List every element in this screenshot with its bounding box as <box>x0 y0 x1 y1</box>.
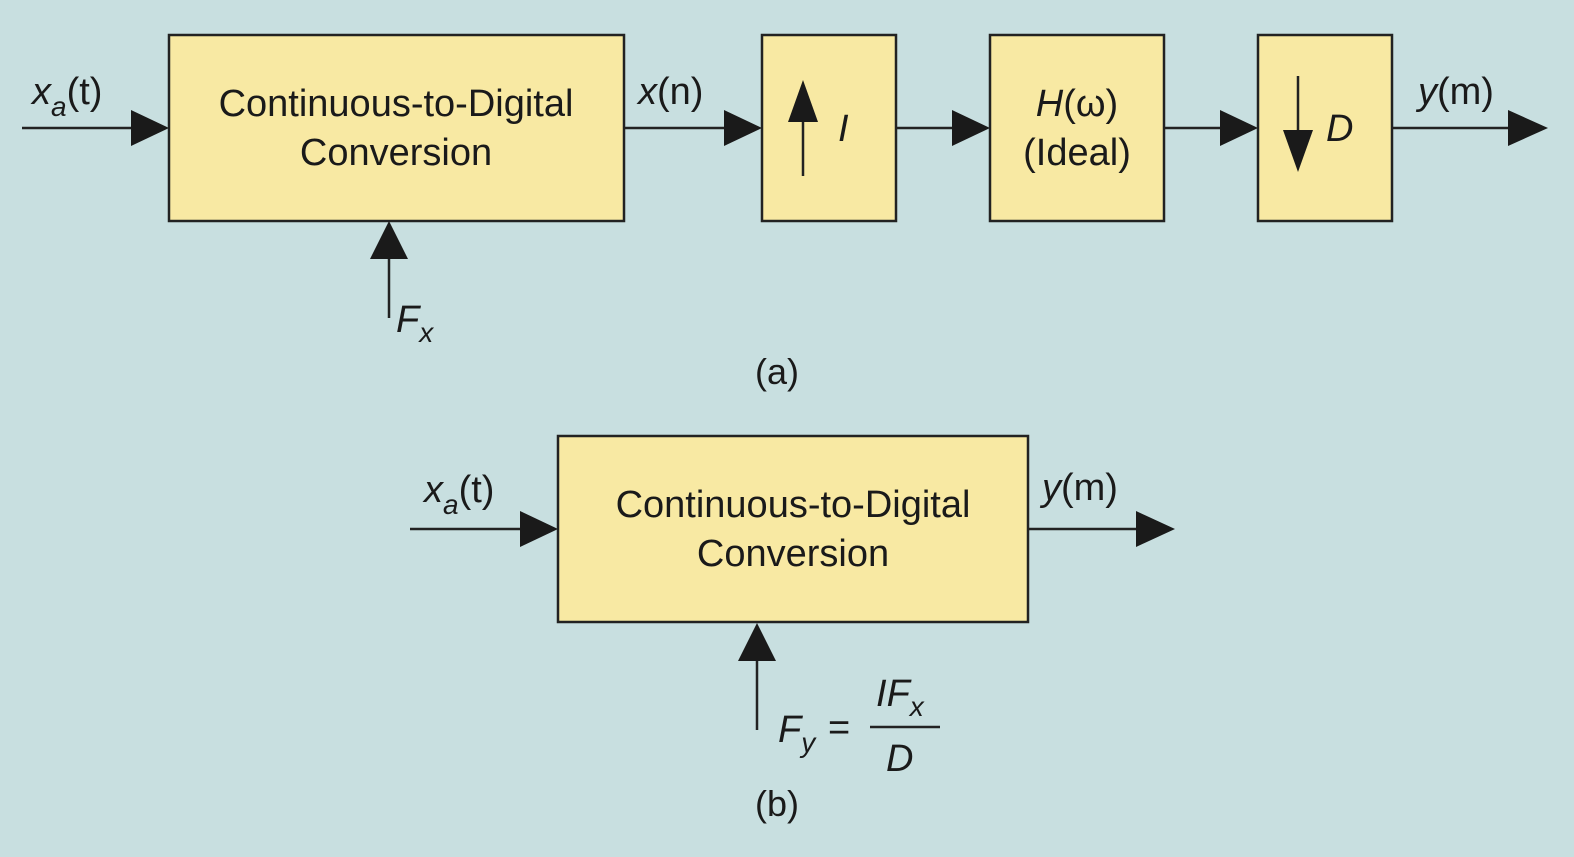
adc-block-b-line2: Conversion <box>697 533 889 575</box>
adc-block-a-line1: Continuous-to-Digital <box>219 83 574 125</box>
diagram-a: xa(t) Continuous-to-Digital Conversion F… <box>22 33 1548 392</box>
adc-block-a-line2: Conversion <box>300 132 492 174</box>
input-arrowhead-a <box>131 110 169 146</box>
input-signal-label-b: xa(t) <box>422 469 494 520</box>
up-arrow-icon <box>788 80 818 176</box>
rate-equation-equals: = <box>828 707 850 749</box>
adc-block-b <box>556 434 1030 624</box>
filter-transfer-function-label: H(ω) <box>1036 83 1118 125</box>
upsampler-block <box>760 33 898 223</box>
output-signal-label-a: y(m) <box>1415 71 1494 113</box>
diagram-b: xa(t) Continuous-to-Digital Conversion y… <box>410 434 1175 824</box>
filter-to-downsampler-arrowhead <box>1220 110 1258 146</box>
sampling-rate-arrowhead-a <box>370 221 408 259</box>
caption-b: (b) <box>755 783 799 824</box>
intermediate-signal-label: x(n) <box>636 71 703 113</box>
input-arrowhead-b <box>520 511 558 547</box>
adc-block-a <box>167 33 626 223</box>
downsampler-block <box>1256 33 1394 223</box>
output-signal-label-b: y(m) <box>1039 467 1118 509</box>
down-arrow-icon <box>1283 76 1313 172</box>
rate-equation-lhs: Fy <box>778 709 817 758</box>
filter-block <box>988 33 1166 223</box>
rate-equation-numerator: IFx <box>876 673 925 722</box>
caption-a: (a) <box>755 351 799 392</box>
output-arrowhead-a <box>1508 110 1548 146</box>
upsampler-factor-label: I <box>838 108 849 150</box>
sampling-rate-label-a: Fx <box>396 299 434 348</box>
downsampler-factor-label: D <box>1326 108 1353 150</box>
adc-block-b-line1: Continuous-to-Digital <box>616 484 971 526</box>
rate-equation: Fy = IFx D <box>778 673 940 780</box>
upsampler-to-filter-arrowhead <box>952 110 990 146</box>
sampling-rate-arrowhead-b <box>738 623 776 661</box>
rate-equation-denominator: D <box>886 738 913 780</box>
filter-ideal-label: (Ideal) <box>1023 132 1131 174</box>
input-signal-label-a: xa(t) <box>30 71 102 122</box>
intermediate-arrowhead-a <box>724 110 762 146</box>
output-arrowhead-b <box>1136 511 1175 547</box>
